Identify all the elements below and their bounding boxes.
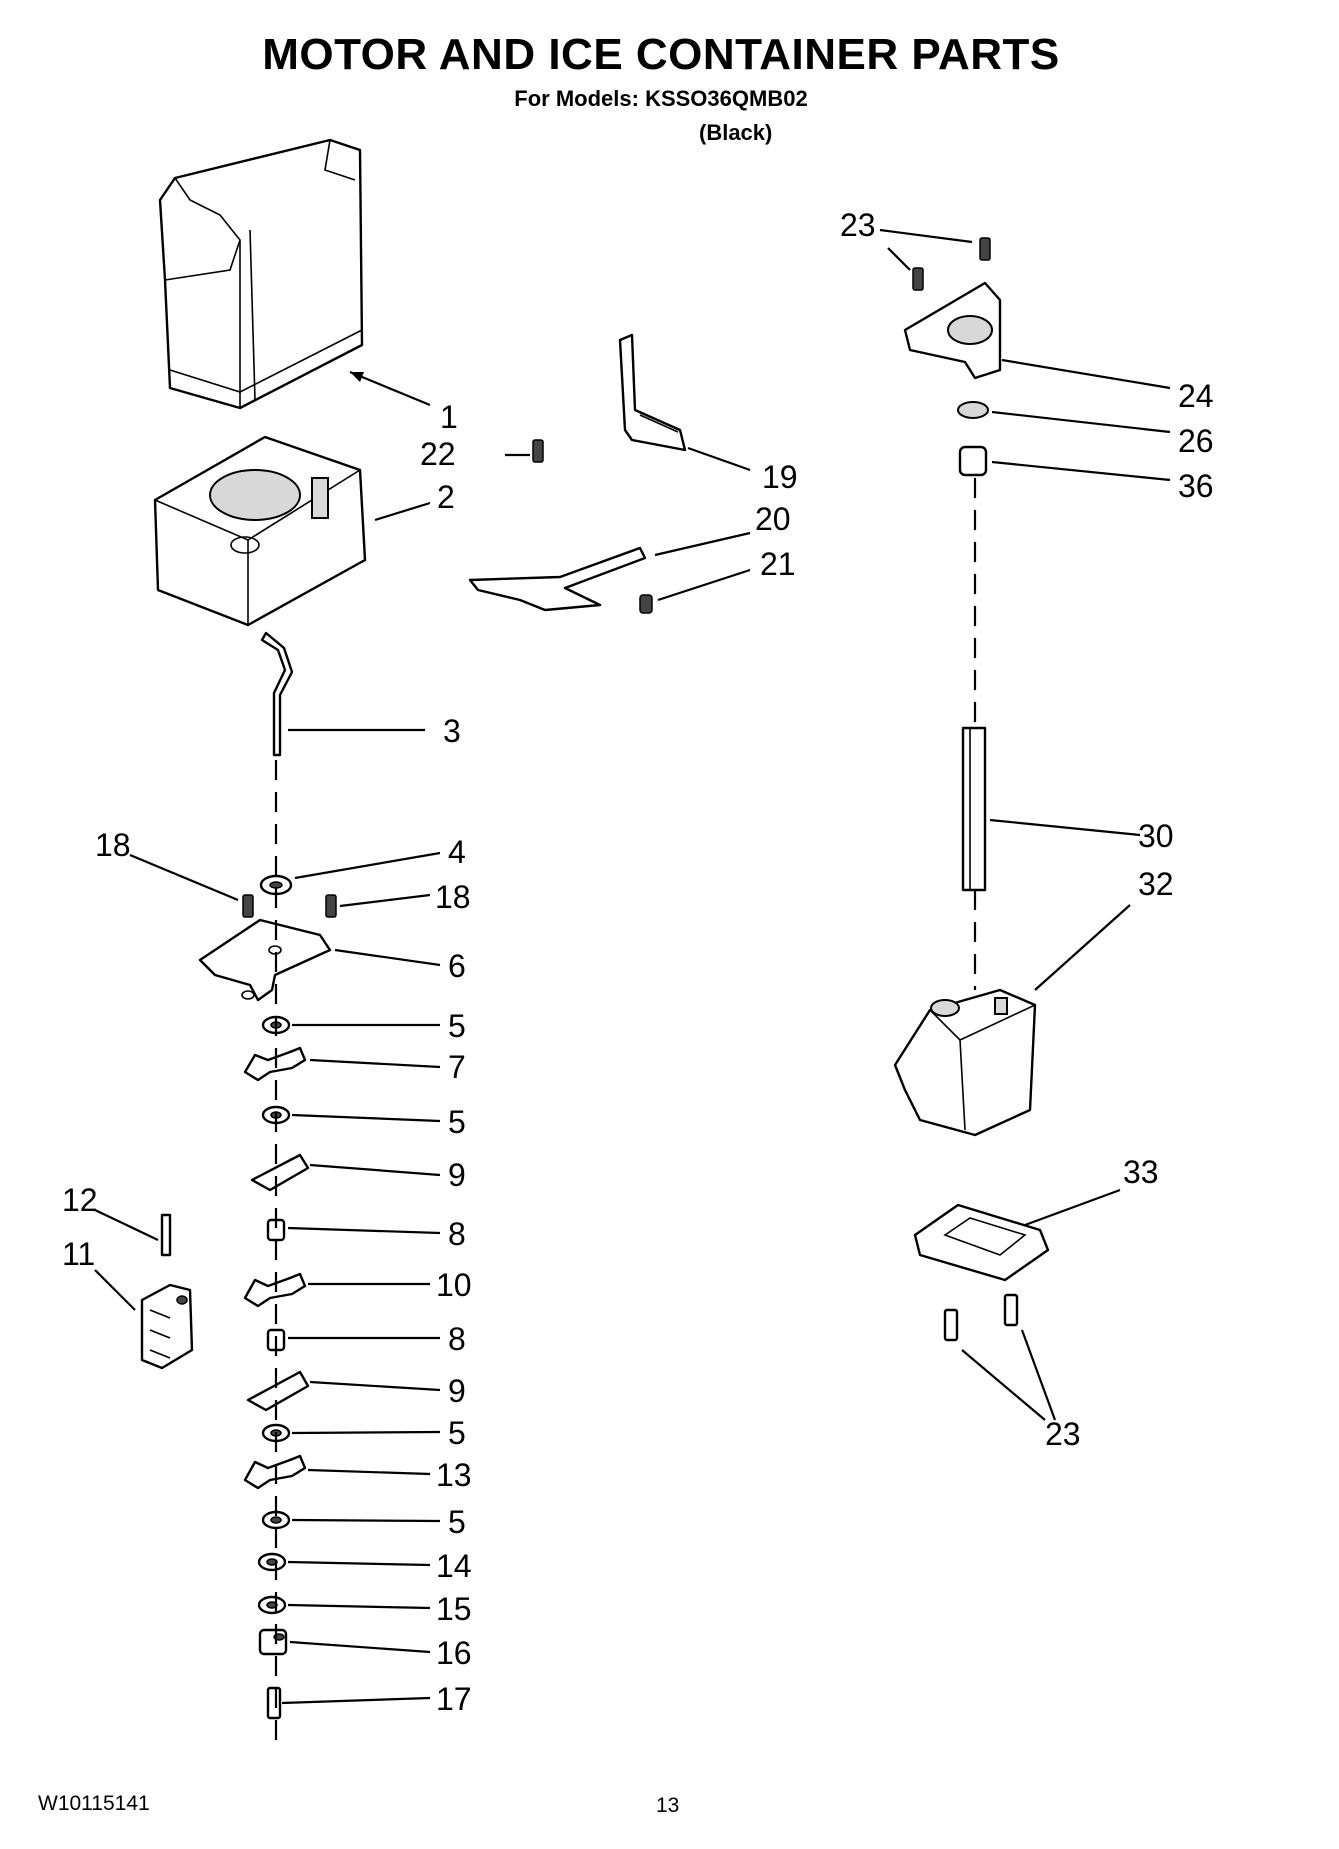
callout-1: 1 [440,399,458,435]
callout-5-a: 5 [448,1008,466,1044]
part-15-washer [257,1595,287,1615]
part-6-bracket [198,918,332,1002]
part-30-shaft [961,726,987,892]
part-32-motor [893,988,1037,1137]
part-24-mount-plate [903,281,1002,380]
callout-9-a: 9 [448,1157,466,1193]
callout-12: 12 [62,1182,98,1218]
callout-18-right: 18 [435,879,471,915]
callout-2: 2 [437,479,455,515]
callout-23-top: 23 [840,207,876,243]
callout-5-d: 5 [448,1504,466,1540]
callout-17: 17 [436,1681,472,1717]
model-line: For Models: KSSO36QMB02 [514,86,808,111]
color-note: (Black) [699,120,773,145]
part-12-pin [160,1213,172,1257]
callout-9-b: 9 [448,1373,466,1409]
callout-8-b: 8 [448,1321,466,1357]
callout-5-b: 5 [448,1104,466,1140]
part-11-block [140,1283,194,1370]
part-21-spring [639,594,653,614]
callout-10: 10 [436,1267,472,1303]
part-33-gasket [913,1203,1050,1282]
callout-15: 15 [436,1591,472,1627]
part-5-washers [261,1015,291,1530]
callout-26: 26 [1178,423,1214,459]
callout-16: 16 [436,1635,472,1671]
part-19-bracket [618,333,687,452]
page-number: 13 [656,1794,680,1817]
part-23-top-screws [912,237,991,291]
callout-8-a: 8 [448,1216,466,1252]
callout-36: 36 [1178,468,1214,504]
callout-24: 24 [1178,378,1214,414]
callout-4: 4 [448,834,466,870]
part-23-bottom-screws [943,1293,1019,1342]
callout-22: 22 [420,436,456,472]
leader-lines [94,228,1171,1705]
callout-3: 3 [443,713,461,749]
callout-7: 7 [448,1049,466,1085]
part-20-arm [468,546,647,612]
assembly-axes [274,478,977,1740]
callout-20: 20 [755,501,791,537]
part-26-washer [957,401,989,419]
callout-11: 11 [62,1236,95,1272]
callout-33: 33 [1123,1154,1159,1190]
part-14-washer [257,1552,287,1572]
callout-18-left: 18 [95,827,131,863]
part-22-screw [532,439,544,463]
part-2-container-housing [153,435,367,627]
part-17-screw [266,1686,282,1720]
callout-13: 13 [436,1457,472,1493]
document-number: W10115141 [38,1792,150,1815]
part-9-plates [246,1153,310,1412]
part-16-coupler [258,1628,288,1656]
part-1-ice-container [158,138,364,410]
callout-19: 19 [762,459,798,495]
callout-6: 6 [448,948,466,984]
part-18-screws [242,894,337,918]
part-3-auger-rod [260,631,294,757]
part-36-bushing [958,445,988,477]
callout-23-bottom: 23 [1045,1416,1081,1452]
callout-5-c: 5 [448,1415,466,1451]
callout-21: 21 [760,546,796,582]
callout-14: 14 [436,1548,472,1584]
callout-labels: 1 22 2 19 20 21 3 18 4 18 6 5 7 5 9 12 8… [62,207,1214,1717]
page-title: MOTOR AND ICE CONTAINER PARTS [262,30,1060,79]
callout-32: 32 [1138,866,1174,902]
callout-30: 30 [1138,818,1174,854]
